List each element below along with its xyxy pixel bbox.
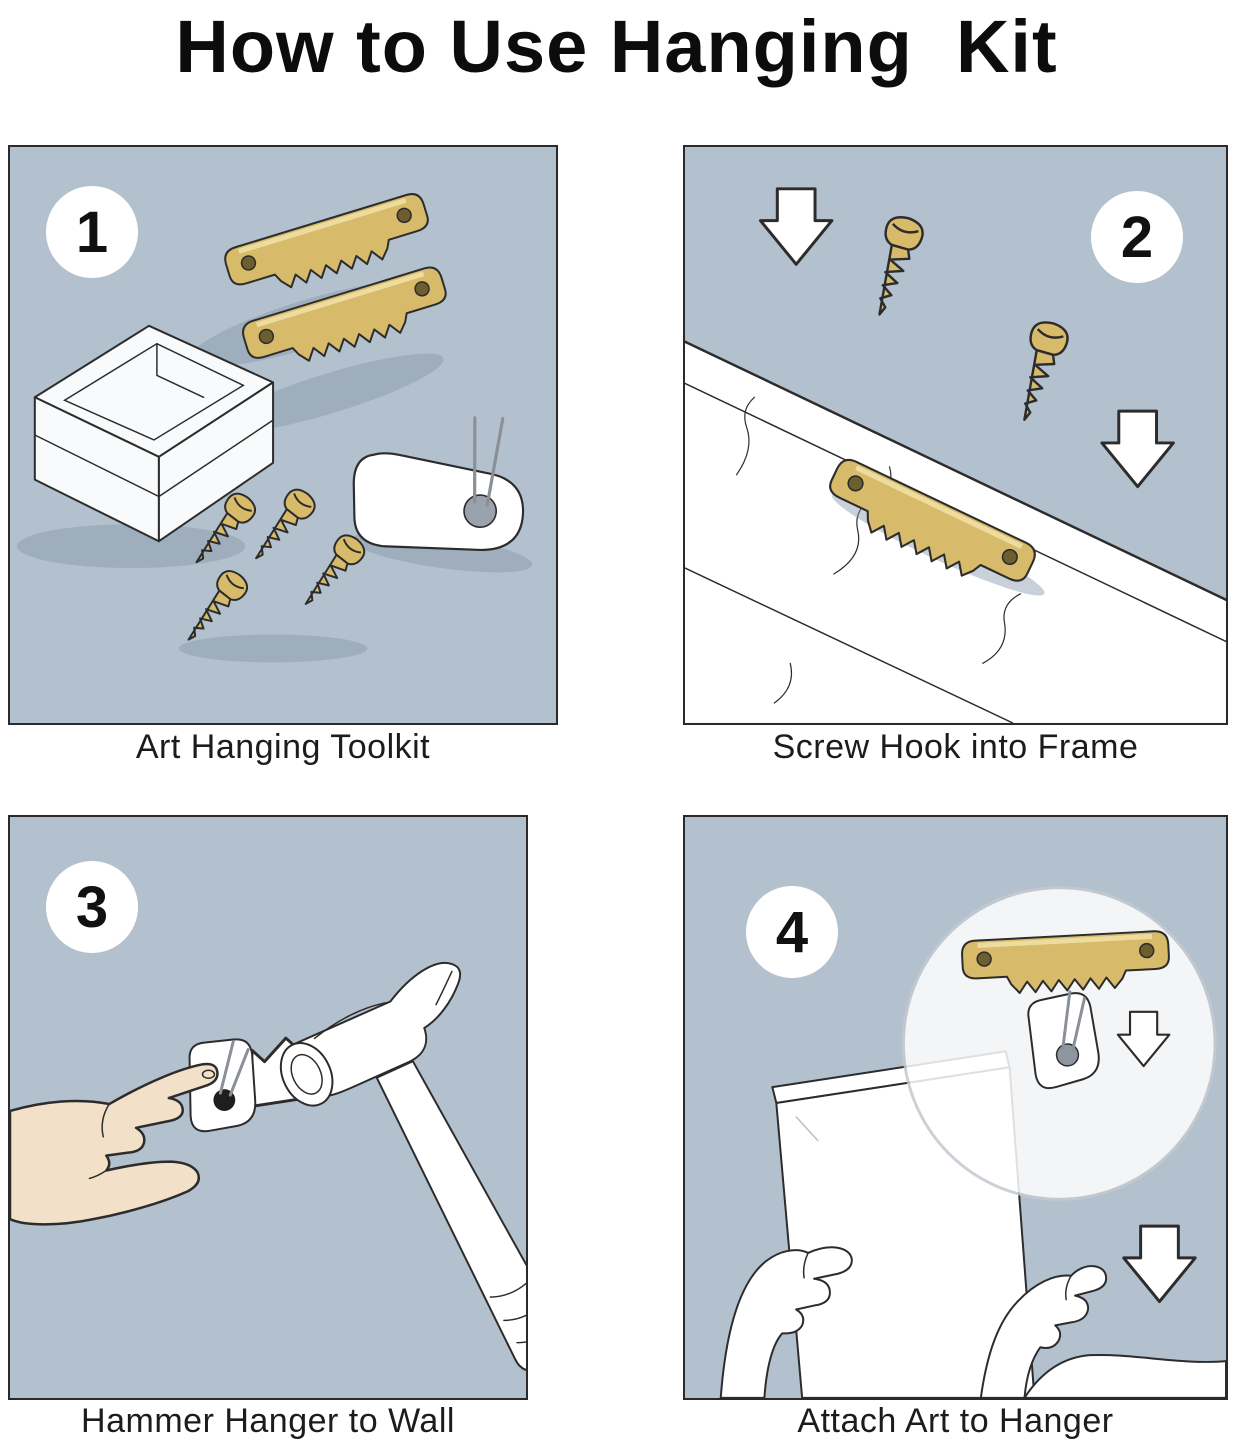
- page-title: How to Use Hanging Kit: [175, 5, 1058, 88]
- hand-icon: [719, 1246, 853, 1398]
- down-arrow-icon: [758, 187, 834, 266]
- toolkit-illustration: [16, 147, 533, 663]
- down-arrow-icon: [1100, 409, 1175, 489]
- step-number-badge: 4: [746, 886, 838, 978]
- step-2-caption: Screw Hook into Frame: [772, 728, 1139, 766]
- step-4-caption: Attach Art to Hanger: [797, 1402, 1114, 1440]
- step-number-badge: 1: [46, 186, 138, 278]
- hammer-to-wall-illustration: [10, 961, 526, 1372]
- step-1-panel: 1: [8, 145, 558, 725]
- wall-hook-icon: [352, 416, 525, 552]
- down-arrow-icon: [1122, 1224, 1197, 1304]
- hand-icon: [10, 1062, 219, 1226]
- step-number-badge: 3: [46, 861, 138, 953]
- screw-into-frame-illustration: [685, 187, 1226, 723]
- step-1-caption: Art Hanging Toolkit: [135, 728, 431, 766]
- step-3-panel: 3: [8, 815, 528, 1400]
- screw-icon: [861, 211, 928, 322]
- storage-case-icon: [33, 324, 275, 543]
- wall-hook-icon: [1027, 990, 1100, 1090]
- step-2-panel: 2: [683, 145, 1228, 725]
- screw-icon: [293, 529, 371, 615]
- step-number-badge: 2: [1091, 191, 1183, 283]
- magnifier-circle-icon: [901, 886, 1217, 1201]
- screw-icon: [243, 483, 321, 570]
- wall-hook-icon: [188, 1038, 257, 1133]
- hammer-icon: [279, 961, 526, 1372]
- step-3-caption: Hammer Hanger to Wall: [81, 1402, 455, 1440]
- screw-icon: [1006, 317, 1073, 427]
- step-4-panel: 4: [683, 815, 1228, 1400]
- attach-art-illustration: [719, 886, 1226, 1398]
- hand-icon: [979, 1265, 1226, 1398]
